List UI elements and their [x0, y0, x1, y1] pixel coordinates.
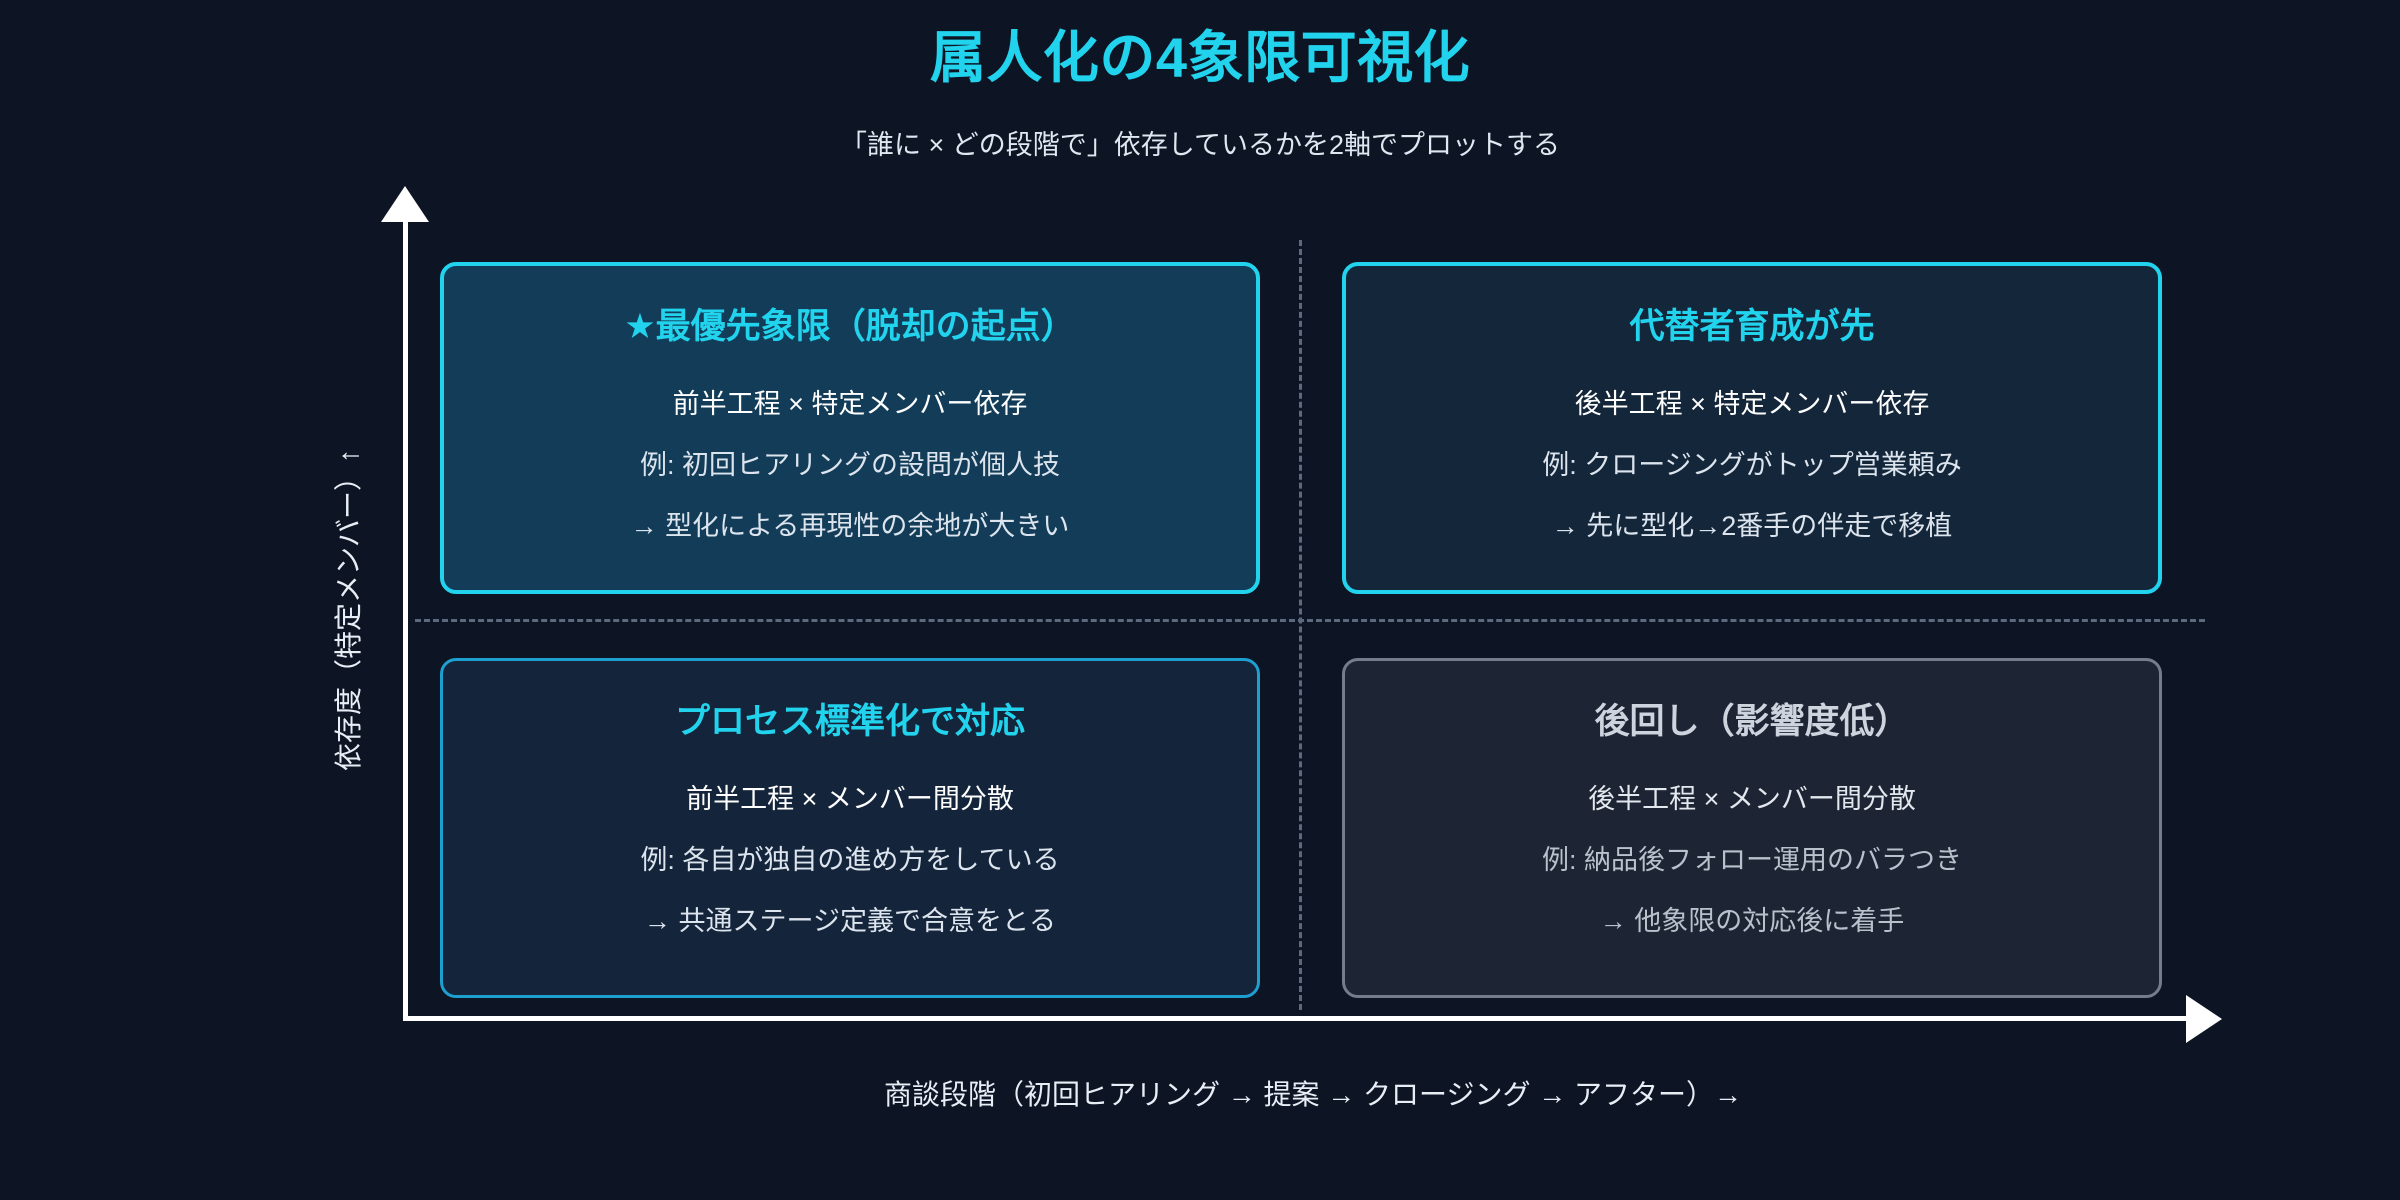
quadrant-example: 例: 初回ヒアリングの設問が個人技	[639, 449, 1060, 480]
page-subtitle: 「誰に × どの段階で」依存しているかを2軸でプロットする	[840, 130, 1560, 160]
quadrant-action: → 型化による再現性の余地が大きい	[630, 510, 1070, 541]
quadrant-example: 例: 納品後フォロー運用のバラつき	[1541, 844, 1962, 875]
horizontal-divider	[415, 619, 2205, 622]
y-axis-line	[403, 213, 408, 1021]
quadrant-title: 代替者育成が先	[1629, 307, 1875, 346]
quadrant-axis-combo: 前半工程 × 特定メンバー依存	[672, 388, 1028, 419]
vertical-divider	[1299, 240, 1302, 1010]
x-axis-line	[403, 1016, 2193, 1021]
quadrant-example: 例: クロージングがトップ営業頼み	[1542, 449, 1962, 480]
quadrant-action: → 先に型化→2番手の伴走で移植	[1551, 510, 1953, 541]
y-axis-label: 依存度（特定メンバー）↑	[333, 449, 364, 772]
x-axis-arrow-icon	[2186, 995, 2222, 1043]
quadrant-card-top-left[interactable]: ★最優先象限（脱却の起点） 前半工程 × 特定メンバー依存 例: 初回ヒアリング…	[440, 262, 1260, 594]
quadrant-title: プロセス標準化で対応	[674, 702, 1025, 741]
x-axis-label: 商談段階（初回ヒアリング → 提案 → クロージング → アフター）→	[883, 1079, 1743, 1110]
page-title: 属人化の4象限可視化	[929, 26, 1471, 89]
quadrant-axis-combo: 前半工程 × メンバー間分散	[686, 783, 1014, 814]
quadrant-title: 後回し（影響度低）	[1594, 702, 1910, 741]
quadrant-card-bottom-left[interactable]: プロセス標準化で対応 前半工程 × メンバー間分散 例: 各自が独自の進め方をし…	[440, 658, 1260, 998]
quadrant-card-top-right[interactable]: 代替者育成が先 後半工程 × 特定メンバー依存 例: クロージングがトップ営業頼…	[1342, 262, 2162, 594]
quadrant-title: ★最優先象限（脱却の起点）	[624, 307, 1076, 346]
quadrant-axis-combo: 後半工程 × 特定メンバー依存	[1574, 388, 1930, 419]
quadrant-axis-combo: 後半工程 × メンバー間分散	[1588, 783, 1916, 814]
quadrant-example: 例: 各自が独自の進め方をしている	[640, 844, 1060, 875]
quadrant-card-bottom-right[interactable]: 後回し（影響度低） 後半工程 × メンバー間分散 例: 納品後フォロー運用のバラ…	[1342, 658, 2162, 998]
y-axis-arrow-icon	[381, 186, 429, 222]
quadrant-action: → 他象限の対応後に着手	[1599, 905, 1905, 936]
quadrant-action: → 共通ステージ定義で合意をとる	[644, 905, 1056, 936]
